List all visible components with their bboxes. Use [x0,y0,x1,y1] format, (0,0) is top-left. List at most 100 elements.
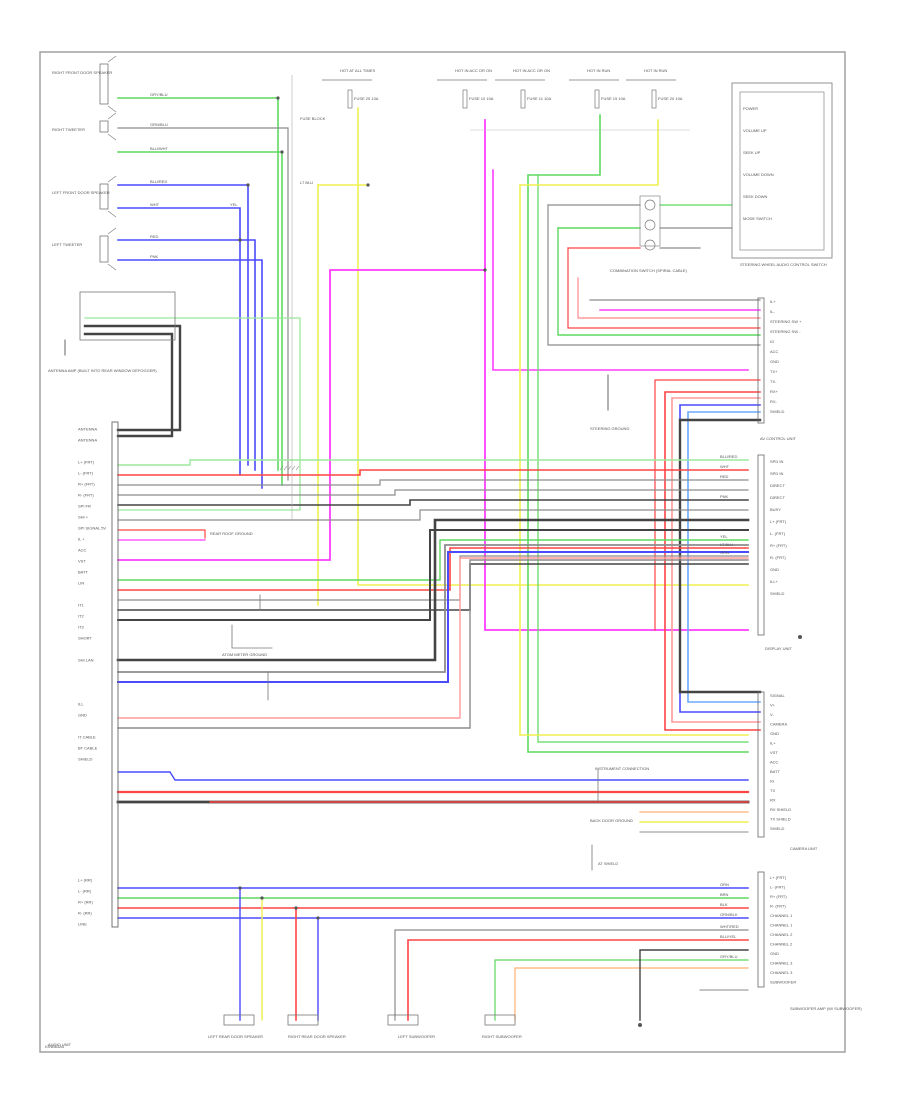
display-pin-label: DIRECT [770,495,785,500]
audio-unit-pin-label: VST [78,559,86,564]
wire-color-tag: BLU/WHT [150,146,169,151]
ground-label: STEERING GROUND [590,426,629,431]
gnd-wire [117,563,749,611]
bottom-speaker-symbol [484,1014,516,1026]
wire-color-tag: BLU/YEL [720,934,737,939]
tx-plus [664,391,761,731]
wire-layer [64,96,802,1027]
splice-dot [238,886,242,890]
speaker-symbol [99,120,109,133]
av-ig-feed [654,379,761,631]
wire-color-tag: RED [150,234,159,239]
display-pin-label: R+ (FRT) [770,543,787,548]
wire-color-tag: LT BLU [300,180,313,185]
bottom-speaker-name: LEFT REAR DOOR SPEAKER [208,1034,263,1039]
splice-dot [483,268,487,272]
sub-amp-pin-label: L- (FRT) [770,885,786,890]
diagram-frame [39,51,846,1053]
sub-amp-pin-label: CHANNEL 2 [770,942,793,947]
camera-pin-label: TX SHIELD [770,817,791,822]
speaker-name: LEFT FRONT DOOR SPEAKER [52,190,110,195]
wire-color-tag: PNK [720,494,729,499]
audio-unit-pin-label: L+ (FRT) [78,460,95,465]
camera-pin-label: CAMERA [770,722,787,727]
wire-color-tag: WHT [720,464,730,469]
display-pin-label: SHIELD [770,591,785,596]
audio-unit-name: AUDIO UNIT [48,1042,72,1047]
lf-tweeter-wire-blue [117,239,256,471]
bottom-speaker-name: RIGHT SUBWOOFER [482,1034,522,1039]
wire-tick [287,465,292,471]
steer-sw-wire-1 [547,204,761,346]
rf-wire2 [117,555,749,601]
audio-unit-pin-label: IL + [78,537,85,542]
fuse-title: HOT AT ALL TIMES [340,68,375,73]
camera-pin-label: ACC [770,760,779,765]
audio-unit-pin-label: ILL [78,702,84,707]
wire-color-tag: ORN [720,882,729,887]
fuse-title: HOT IN RUN [587,68,610,73]
green-run-line2 [537,174,749,743]
speaker-cone [107,263,117,271]
ground-dot [798,635,802,639]
speaker-cone [107,133,117,141]
audio-unit-pin-label: R+ (FRT) [78,482,95,487]
fuse-rating: FUSE 20 10A [658,96,683,101]
fuse-title: HOT IN ACC OR ON [455,68,492,73]
fuse-rating: FUSE 10 10A [469,96,494,101]
fuse-title: HOT IN ACC OR ON [513,68,550,73]
splice-lead2 [231,624,273,649]
av-control-pin-label: RX+ [770,389,779,394]
fuse-rating: FUSE 25 10A [354,96,379,101]
spiral-coil [644,199,656,211]
steering-switch-part: MODE SWITCH [743,216,772,221]
steering-switch-part: SEEK UP [743,150,761,155]
sub-amp-name: SUBWOOFER AMP (W/ SUBWOOFER) [790,1006,862,1011]
audio-unit-connector [111,421,119,928]
display-pin-label: BUSY [770,507,781,512]
antenna-cable-1 [83,324,182,432]
speaker-name: RIGHT TWEETER [52,127,85,132]
fuse-element [594,89,600,109]
rsub-wire [494,959,749,1021]
wire-tick [295,465,300,471]
splice-dot [238,238,242,242]
splice-dot [294,906,298,910]
wire-color-tag: GRY/BLU [720,954,738,959]
spd-in-wire2 [117,469,749,476]
camera-pin-label: IL+ [770,741,776,746]
sub-shield-wire [639,949,749,1021]
spd-in-wire [117,459,749,466]
wire-tick [291,465,296,471]
audio-unit-pin-label: ACC [78,548,87,553]
camera-unit-name: CAMERA UNIT [790,846,818,851]
fuse-element [651,89,657,109]
speaker-cone [107,227,117,235]
display-pin-label: L- (FRT) [770,531,786,536]
display-pin-label: SPD IN [770,459,783,464]
ill-wire [117,557,749,719]
fuse-yellow-bat [357,107,749,586]
camera-pin-label: SIGNAL [770,693,785,698]
audio-unit-pin-label: SHI + [78,515,89,520]
ground-label: BACK DOOR GROUND [590,818,633,823]
shi-lan-wire [117,529,749,621]
speaker-cone [107,210,117,218]
lf-wire [117,509,749,521]
wire-color-tag: GRN/BLU [150,122,168,127]
rx-minus [687,411,761,703]
shielded-cable-b [117,544,749,673]
audio-unit-pin-label: SPI FR [78,504,91,509]
steering-switch-name: STEERING WHEEL AUDIO CONTROL SWITCH [740,262,827,267]
lsub-wire [394,929,749,1021]
audio-unit-pin-label: L+ (RR) [78,878,93,883]
display-unit-name: DISPLAY UNIT [765,646,793,651]
audio-unit-pin-label: R+ (RR) [78,900,93,905]
audio-unit-pin-label: GND [78,713,87,718]
audio-unit-pin-label: BT CABLE [78,746,98,751]
rf-speaker-wire-green [117,97,279,471]
display-pin-label: ILL+ [770,579,779,584]
sub-amp-pin-label: SUBWOOFER [770,980,796,985]
audio-unit-pin-label: L- (RR) [78,889,92,894]
